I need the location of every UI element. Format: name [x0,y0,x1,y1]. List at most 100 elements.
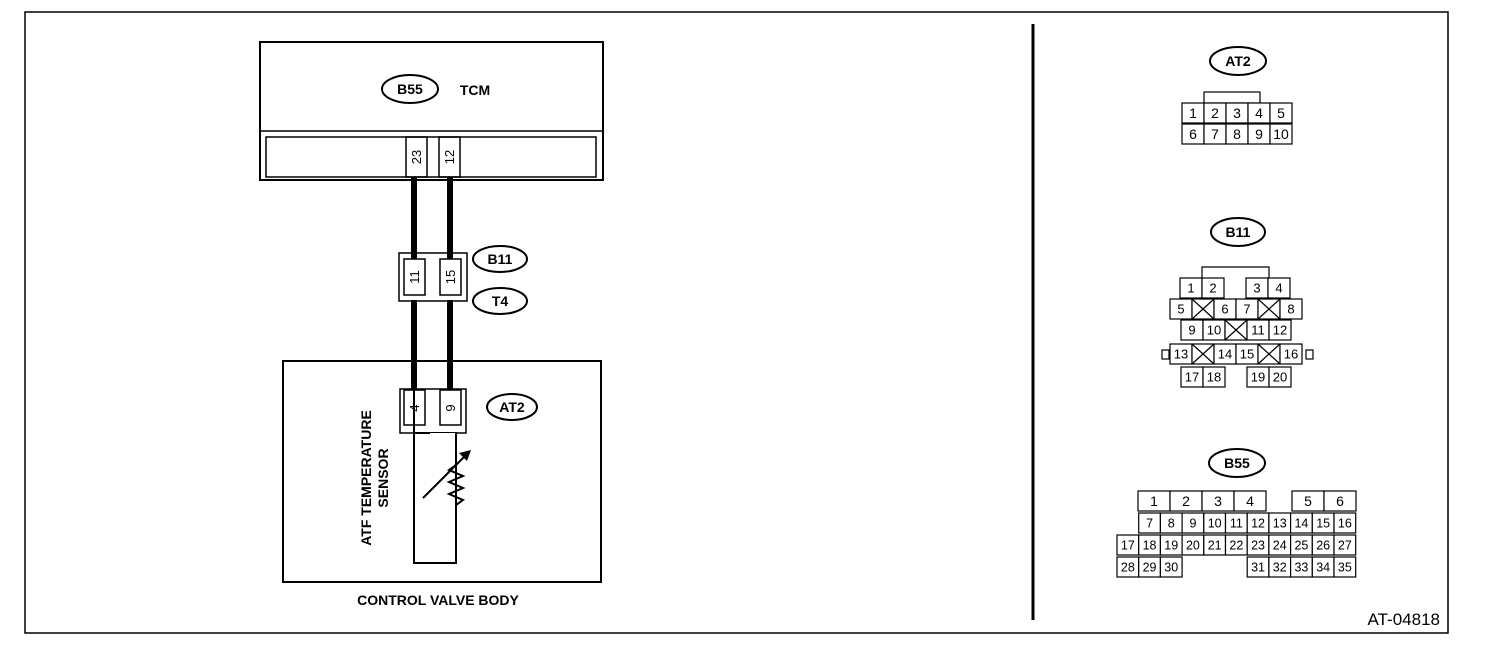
connector-pin: 27 [1333,534,1357,556]
sensor-connector: 4 9 AT2 [399,388,538,434]
connector-pin: 16 [1279,343,1303,365]
connector-pin: 13 [1268,512,1292,534]
connector-pin: 4 [1247,102,1271,124]
connector-pin: 3 [1201,490,1235,512]
svg-text:7: 7 [1211,126,1219,142]
connector-pin: 9 [1180,319,1204,341]
svg-text:31: 31 [1251,561,1265,575]
svg-text:11: 11 [1230,517,1243,531]
sensor-connector-id: AT2 [499,399,525,415]
connector-pin: 26 [1311,534,1335,556]
svg-text:15: 15 [1316,517,1330,531]
connector-pin: 4 [1267,277,1291,299]
connector-pin: 33 [1289,556,1313,578]
svg-text:3: 3 [1214,493,1222,509]
connector-pin: 6 [1323,490,1357,512]
blank-cavity [1257,298,1281,320]
svg-text:9: 9 [1188,323,1195,338]
tcm-label: TCM [460,82,490,98]
svg-text:9: 9 [1189,517,1196,531]
svg-text:11: 11 [1251,323,1265,338]
svg-text:6: 6 [1336,493,1344,509]
svg-text:9: 9 [1255,126,1263,142]
svg-text:3: 3 [1253,281,1260,296]
svg-text:30: 30 [1164,561,1178,575]
connector-pin: 29 [1138,556,1161,578]
svg-text:1: 1 [1189,105,1197,121]
svg-text:5: 5 [1277,105,1285,121]
svg-text:20: 20 [1273,370,1287,385]
svg-text:35: 35 [1338,561,1352,575]
connector-pin: 34 [1311,556,1335,578]
svg-text:24: 24 [1273,539,1287,553]
blank-cavity [1257,343,1281,365]
control-valve-body-label: CONTROL VALVE BODY [357,592,519,608]
control-valve-body: CONTROL VALVE BODY [282,360,602,608]
svg-text:27: 27 [1338,539,1352,553]
connector-pin: 2 [1203,102,1227,124]
connector-pin: 2 [1201,277,1225,299]
svg-text:23: 23 [1251,539,1265,553]
connector-view-title: B55 [1224,455,1250,471]
svg-text:14: 14 [1294,517,1308,531]
joint-pin-15: 15 [443,270,458,284]
sensor-label-line1: ATF TEMPERATURE [358,410,374,546]
connector-pin: 12 [1268,319,1292,341]
blank-cavity [1191,298,1215,320]
connector-pin: 6 [1181,123,1205,145]
svg-text:14: 14 [1218,347,1232,362]
svg-text:10: 10 [1207,323,1221,338]
tcm-pin-23: 23 [409,150,424,164]
joint-connector: 11 15 B11 T4 [398,245,528,315]
tcm-connector-id: B55 [397,81,423,97]
connector-pin: 8 [1225,123,1249,145]
connector-pin: 14 [1289,512,1313,534]
svg-text:8: 8 [1287,302,1294,317]
connector-pin: 11 [1224,512,1248,534]
svg-text:4: 4 [1246,493,1254,509]
svg-text:22: 22 [1229,539,1243,553]
svg-text:6: 6 [1221,302,1228,317]
svg-text:33: 33 [1294,561,1308,575]
thermistor-arrow-icon [422,451,470,499]
svg-text:29: 29 [1143,561,1157,575]
svg-text:13: 13 [1273,517,1287,531]
connector-pin: 17 [1180,366,1204,388]
svg-text:1: 1 [1187,281,1194,296]
connector-pin: 1 [1181,102,1205,124]
connector-pin: 1 [1137,490,1171,512]
connector-pin: 3 [1245,277,1269,299]
connector-pin: 7 [1235,298,1259,320]
svg-text:4: 4 [1275,281,1282,296]
blank-cavity [1224,319,1248,341]
connector-pin: 25 [1289,534,1313,556]
connector-pin: 10 [1202,319,1226,341]
joint-connector-id-t4: T4 [492,293,509,309]
svg-text:5: 5 [1177,302,1184,317]
connector-pin: 9 [1247,123,1271,145]
svg-text:4: 4 [1255,105,1263,121]
svg-text:8: 8 [1233,126,1241,142]
connector-pin: 8 [1159,512,1183,534]
connector-pin: 9 [1181,512,1205,534]
svg-text:17: 17 [1185,370,1199,385]
connector-pin: 16 [1333,512,1357,534]
connector-pin: 2 [1169,490,1203,512]
svg-text:19: 19 [1251,370,1265,385]
connector-pin: 23 [1246,534,1270,556]
svg-text:7: 7 [1243,302,1250,317]
connector-pin: 35 [1333,556,1357,578]
connector-pin: 28 [1116,556,1140,578]
connector-pin: 1 [1179,277,1203,299]
svg-text:13: 13 [1174,347,1188,362]
connector-pin: 30 [1159,556,1183,578]
connector-pin: 18 [1138,534,1161,556]
blank-cavity [1191,343,1215,365]
svg-text:8: 8 [1168,517,1175,531]
tcm-pin-12: 12 [442,150,457,164]
connector-pin: 14 [1213,343,1237,365]
connector-pin: 13 [1169,343,1193,365]
